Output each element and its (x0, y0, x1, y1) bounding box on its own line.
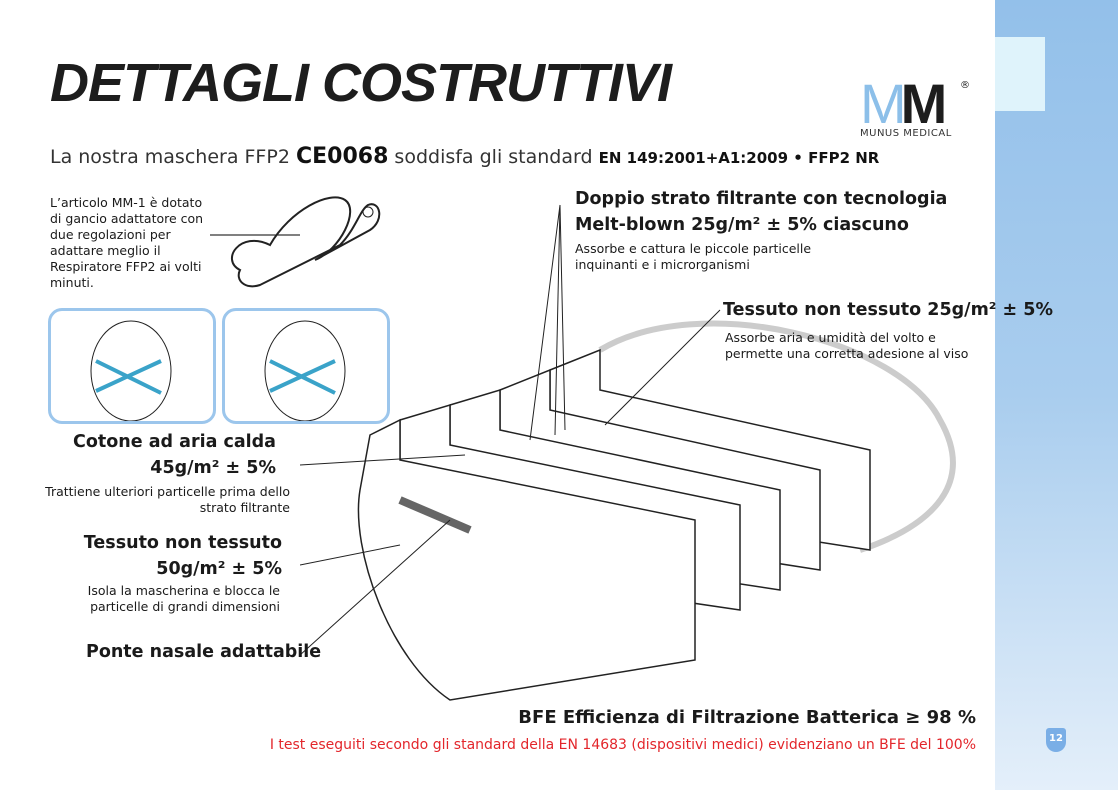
subtitle: La nostra maschera FFP2 CE0068 soddisfa … (50, 144, 880, 169)
bfe-heading: BFE Efficienza di Filtrazione Batterica … (518, 707, 976, 728)
adapter-hook-icon (210, 196, 381, 288)
mask-layers-illustration (300, 204, 956, 701)
bfe-note: I test eseguiti secondo gli standard del… (269, 737, 976, 753)
side-band (995, 0, 1118, 790)
munus-medical-logo: MM ® MUNUS MEDICAL (860, 72, 970, 140)
hook-note: L’articolo MM-1 è dotato di gancio adatt… (50, 195, 204, 290)
head-illustration-1 (48, 308, 216, 424)
logo-panel (995, 37, 1045, 111)
page-number: 12 (1046, 728, 1066, 752)
ce-mark: CE (295, 144, 328, 169)
head-illustration-2 (222, 308, 390, 424)
page-title: DETTAGLI COSTRUTTIVI (50, 53, 672, 113)
